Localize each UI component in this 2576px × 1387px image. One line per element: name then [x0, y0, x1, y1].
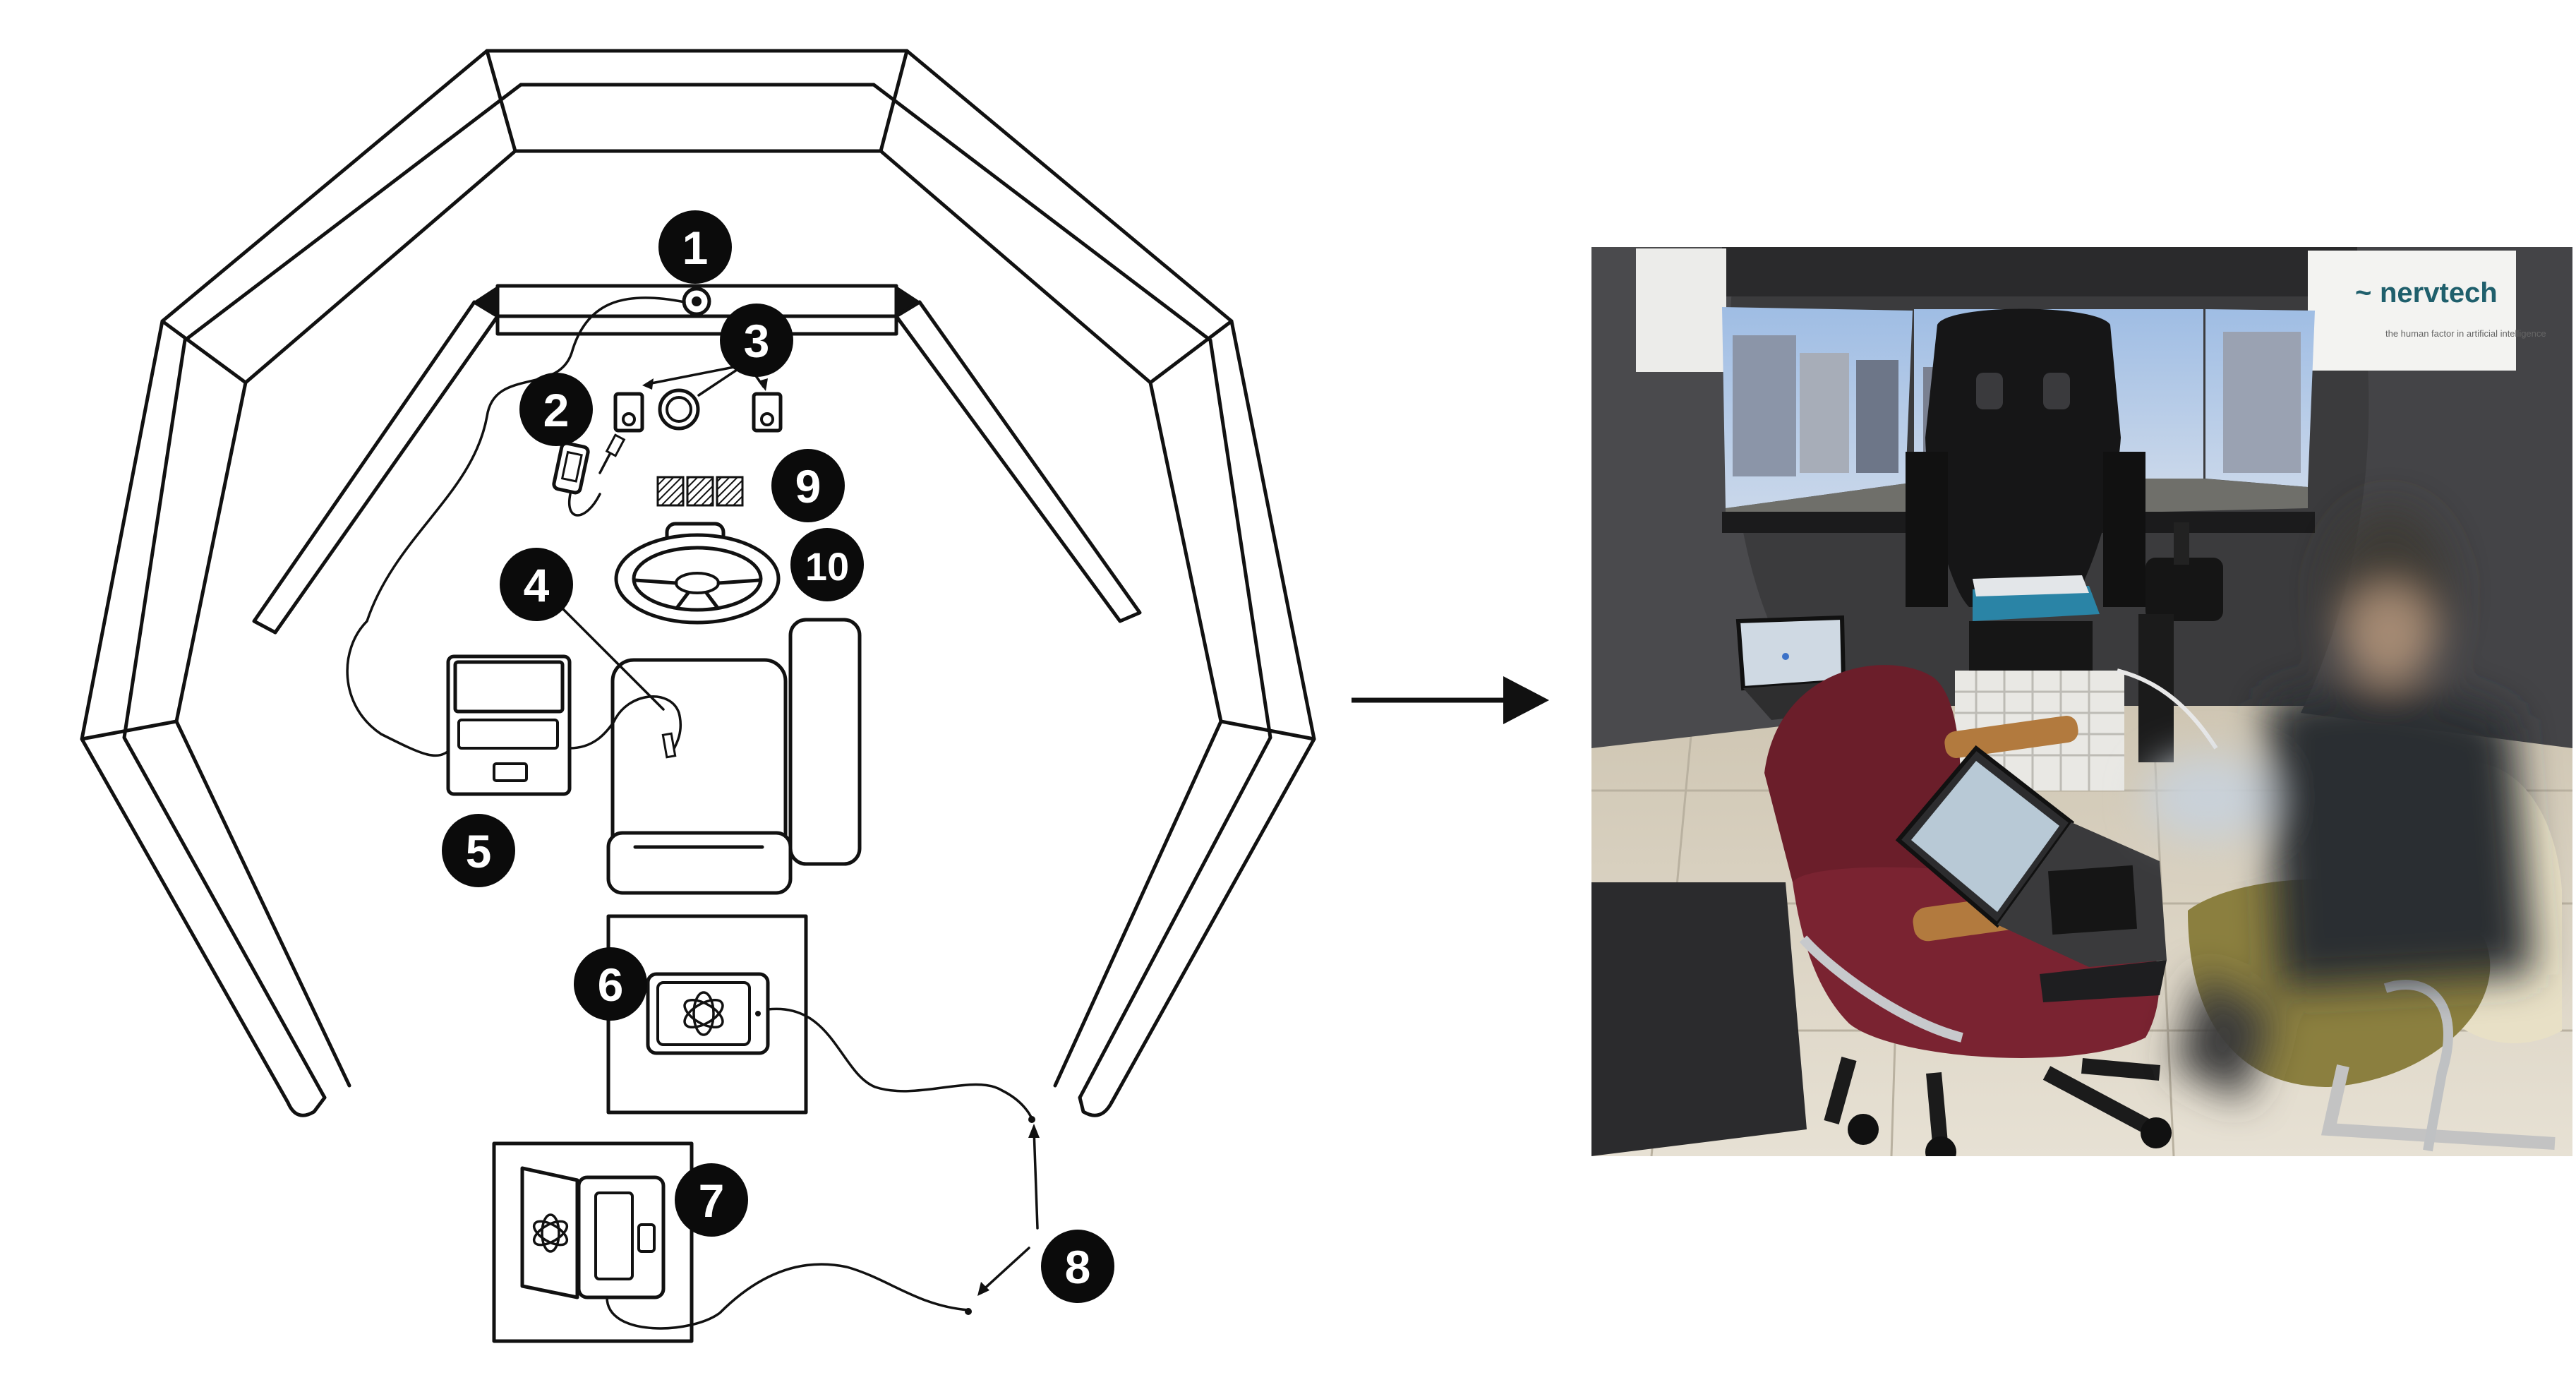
callout-badges: 1 2 3 4 5 6 7 8 — [442, 210, 1114, 1303]
tablet-station — [606, 914, 808, 1115]
callout-10: 10 — [790, 528, 864, 601]
svg-text:9: 9 — [795, 460, 821, 512]
simulator-diagram — [80, 49, 1316, 1343]
nervtech-tagline: the human factor in artificial intellige… — [2385, 328, 2546, 339]
openai-logo-icon — [532, 1213, 569, 1253]
callout-3: 3 — [720, 304, 793, 377]
nervtech-logo-text: nervtech — [2380, 277, 2498, 308]
svg-text:6: 6 — [598, 959, 624, 1011]
callout-9: 9 — [771, 449, 845, 522]
shifter — [2138, 522, 2223, 762]
speaker-right-icon — [752, 392, 783, 433]
svg-text:8: 8 — [1065, 1241, 1091, 1293]
simulator-shell-outer — [80, 49, 1316, 1105]
speaker-left-icon — [613, 392, 644, 433]
driver-seat — [606, 618, 862, 895]
svg-text:~: ~ — [2355, 277, 2371, 308]
corner-panel-left — [1636, 248, 1726, 372]
phone-icon — [552, 441, 590, 495]
laptop-icon — [446, 654, 572, 796]
svg-text:7: 7 — [699, 1175, 725, 1227]
participant-blurred — [2145, 508, 2534, 1101]
microphone-icon — [598, 433, 626, 474]
svg-text:3: 3 — [744, 315, 770, 367]
svg-text:5: 5 — [466, 825, 492, 877]
callout-7: 7 — [675, 1163, 748, 1237]
openai-logo-icon — [683, 991, 724, 1036]
callout-6: 6 — [574, 947, 647, 1021]
nervtech-panel — [2308, 251, 2516, 371]
pedal-icon — [656, 476, 744, 507]
arrow-right-icon — [1352, 676, 1549, 724]
setup-photo: nervtech ~ the human factor in artificia… — [1591, 247, 2572, 1156]
simulator-shell — [1591, 247, 1835, 748]
side-bar-left — [252, 300, 500, 635]
callout-5: 5 — [442, 814, 515, 887]
callout-4: 4 — [500, 548, 573, 621]
participant-laptop — [1895, 745, 2167, 1002]
center-sensor-icon — [658, 388, 700, 431]
side-bar-right — [894, 300, 1142, 623]
simulator-shell-inner — [122, 83, 1272, 1100]
screen-boundary — [174, 149, 1223, 1088]
racing-seat — [1906, 308, 2145, 607]
svg-text:2: 2 — [543, 384, 570, 436]
callout-8: 8 — [1041, 1230, 1114, 1303]
camera-icon — [682, 287, 711, 316]
callout-1: 1 — [658, 210, 732, 284]
laptop-station — [492, 1141, 694, 1343]
steering-wheel-icon — [614, 522, 781, 625]
svg-text:1: 1 — [682, 222, 709, 274]
callout-2: 2 — [519, 373, 593, 446]
svg-text:10: 10 — [805, 544, 849, 589]
svg-text:4: 4 — [524, 559, 550, 611]
headset-microphone-icon — [613, 695, 682, 759]
